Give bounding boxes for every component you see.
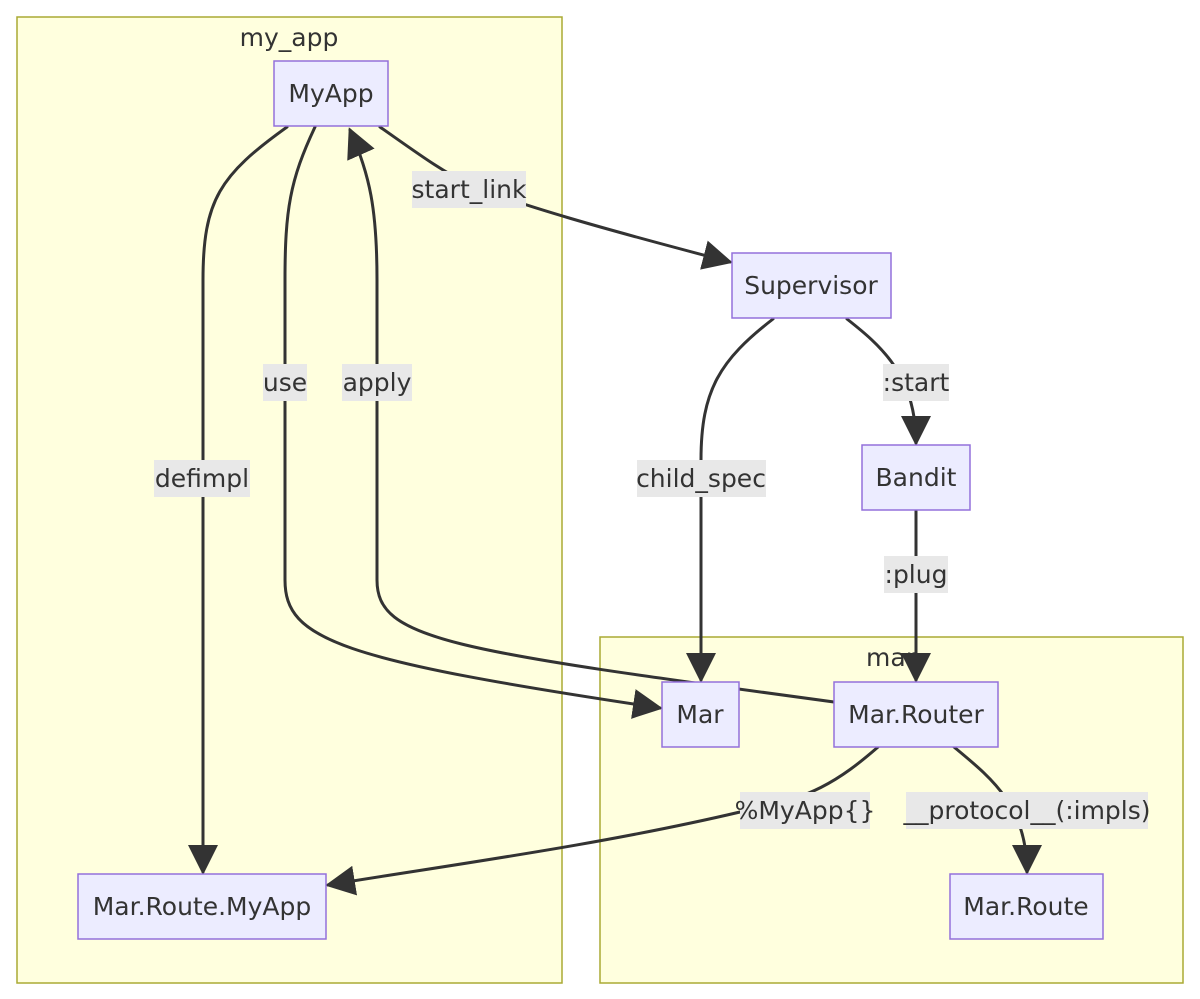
cluster-mar-title: mar	[866, 643, 917, 672]
edge-label-use: use	[263, 364, 307, 401]
edge-label-plug: :plug	[884, 556, 948, 593]
svg-text::start: :start	[883, 368, 950, 397]
svg-text:MyApp: MyApp	[288, 79, 373, 108]
svg-text:Mar.Route.MyApp: Mar.Route.MyApp	[93, 892, 312, 921]
svg-text:defimpl: defimpl	[155, 464, 249, 493]
edge-label-child-spec: child_spec	[636, 460, 766, 497]
edge-label-start: :start	[883, 364, 950, 401]
node-supervisor[interactable]: Supervisor	[731, 252, 892, 319]
svg-text:%MyApp{}: %MyApp{}	[735, 796, 876, 825]
node-mar-route[interactable]: Mar.Route	[949, 873, 1104, 940]
svg-text:Mar: Mar	[676, 700, 724, 729]
edge-mar-router-route-myapp	[325, 745, 880, 896]
edge-label-apply: apply	[342, 364, 412, 401]
edge-myapp-route-myapp-defimpl	[188, 125, 289, 875]
edge-label-defimpl: defimpl	[154, 460, 250, 497]
node-mar[interactable]: Mar	[661, 681, 740, 748]
svg-text:__protocol__(:impls): __protocol__(:impls)	[902, 796, 1150, 825]
svg-text:Mar.Route: Mar.Route	[963, 892, 1088, 921]
edge-label-start-link: start_link	[412, 171, 527, 208]
edge-label-myapp-struct: %MyApp{}	[735, 792, 876, 829]
svg-text:Supervisor: Supervisor	[744, 271, 878, 300]
svg-text:start_link: start_link	[412, 175, 527, 204]
svg-text:apply: apply	[343, 368, 412, 397]
cluster-my-app-title: my_app	[240, 23, 339, 52]
edge-label-protocol-impls: __protocol__(:impls)	[902, 792, 1151, 829]
node-mar-route-myapp[interactable]: Mar.Route.MyApp	[77, 873, 327, 940]
node-mar-router[interactable]: Mar.Router	[833, 681, 999, 748]
cluster-my-app: my_app	[16, 16, 563, 984]
svg-text:use: use	[263, 368, 307, 397]
node-bandit[interactable]: Bandit	[861, 444, 971, 511]
edge-myapp-mar-use	[283, 125, 663, 719]
node-myapp[interactable]: MyApp	[273, 60, 389, 127]
svg-text::plug: :plug	[885, 560, 948, 589]
svg-text:child_spec: child_spec	[636, 464, 766, 493]
svg-text:Bandit: Bandit	[876, 463, 957, 492]
edge-supervisor-mar-child-spec	[686, 317, 775, 683]
edge-mar-router-myapp-apply	[347, 127, 836, 704]
svg-text:Mar.Router: Mar.Router	[848, 700, 984, 729]
